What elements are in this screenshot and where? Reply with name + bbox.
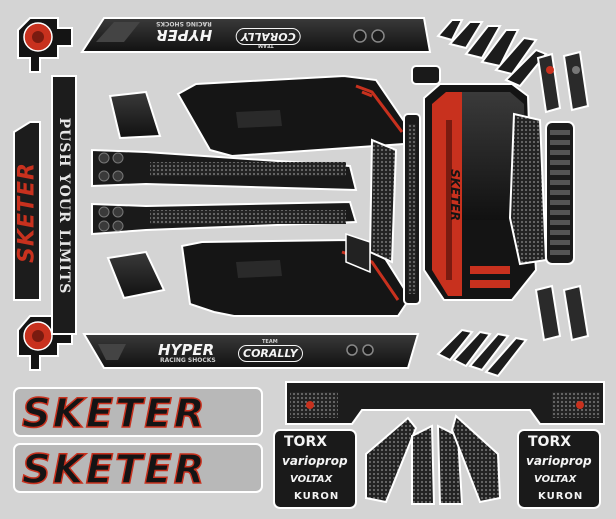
wing-tab-icon bbox=[17, 17, 73, 73]
hood-decal bbox=[423, 83, 538, 301]
team-label-bottom: TEAM bbox=[262, 339, 278, 345]
upper-side-strip bbox=[91, 148, 358, 192]
mesh-grille-icon bbox=[150, 210, 346, 224]
screw-head-icon bbox=[353, 29, 367, 43]
sponsor-plate bbox=[273, 429, 357, 509]
torox-logo: TORX bbox=[284, 434, 328, 450]
motto-text: PUSH YOUR LIMITS bbox=[56, 117, 72, 295]
screw-head-icon bbox=[346, 344, 358, 356]
sketer-logo-large: SKETER bbox=[21, 390, 207, 438]
screw-head-icon bbox=[362, 344, 374, 356]
sketer-vertical-strip bbox=[13, 121, 41, 301]
small-panel-decal bbox=[108, 90, 162, 140]
hyper-logo-bottom: HYPER bbox=[158, 341, 215, 359]
small-panel-decal bbox=[106, 250, 166, 300]
torox-logo-2: TORX bbox=[528, 434, 572, 450]
top-banner-decal bbox=[80, 17, 432, 53]
sponsor-plate bbox=[517, 429, 601, 509]
upper-window-decal bbox=[176, 74, 412, 158]
varioprop-logo: varioprop bbox=[282, 454, 348, 468]
louvre-decals bbox=[436, 19, 590, 114]
voltax-logo-2: VOLTAX bbox=[534, 474, 577, 485]
sketer-logo-plate bbox=[13, 387, 263, 437]
kuron-logo: KURON bbox=[294, 491, 340, 502]
sketer-logo-large-2: SKETER bbox=[21, 446, 207, 494]
varioprop-logo-2: varioprop bbox=[526, 454, 592, 468]
racing-shocks-bottom: RACING SHOCKS bbox=[160, 357, 216, 364]
rear-bumper-decal bbox=[285, 381, 605, 425]
bottom-banner-decal bbox=[82, 333, 420, 369]
motto-strip bbox=[51, 75, 77, 335]
louvre-decals bbox=[436, 284, 590, 378]
pillar-decals bbox=[345, 65, 441, 305]
kuron-logo-2: KURON bbox=[538, 491, 584, 502]
lower-side-strip bbox=[91, 200, 358, 236]
mesh-grille-icon bbox=[150, 162, 346, 176]
grille-decal bbox=[508, 112, 575, 266]
hyper-logo-top: HYPER bbox=[156, 26, 213, 44]
voltax-logo: VOLTAX bbox=[290, 474, 333, 485]
corally-logo-top: CORALLY bbox=[236, 28, 301, 45]
hood-sketer-text: SKETER bbox=[448, 169, 462, 221]
sketer-vertical-text: SKETER bbox=[14, 162, 40, 263]
corally-logo-bottom: CORALLY bbox=[238, 345, 303, 362]
sketer-logo-plate bbox=[13, 443, 263, 493]
mesh-vent-decals bbox=[365, 414, 502, 505]
racing-shocks-top: RACING SHOCKS bbox=[156, 20, 212, 27]
screw-head-icon bbox=[371, 29, 385, 43]
